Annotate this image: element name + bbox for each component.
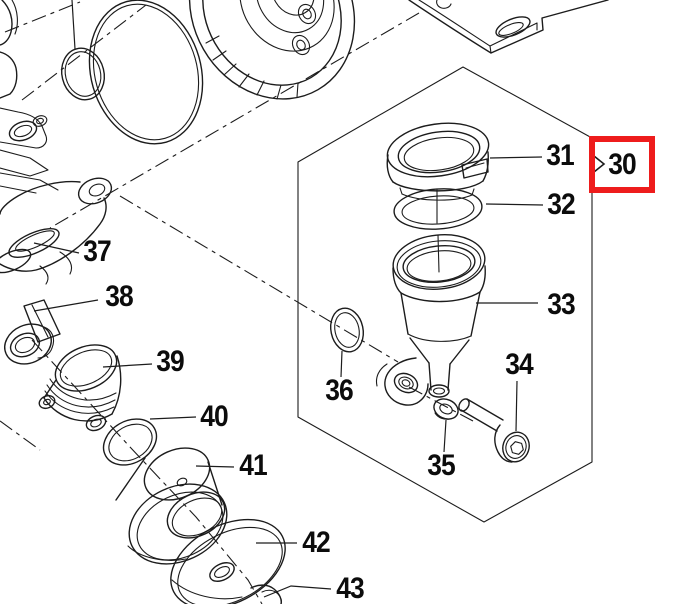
part-32-o-ring — [393, 188, 483, 230]
part-43-fragment — [250, 584, 282, 604]
part-42-disc — [170, 518, 286, 604]
chevron-right-icon — [593, 155, 606, 173]
pump-casing — [188, 0, 356, 100]
flange-part-left — [0, 51, 49, 177]
selected-part-highlight-box — [589, 136, 655, 193]
part-35-washer — [433, 398, 459, 420]
corner-part-fragment — [0, 0, 18, 46]
part-callout-32[interactable]: 32 — [547, 188, 576, 221]
mounting-bracket — [408, 0, 609, 54]
part-40-o-ring — [102, 418, 158, 466]
part-31-cap — [386, 122, 490, 201]
part-callout-31[interactable]: 31 — [546, 139, 575, 172]
part-callout-30[interactable]: 30 — [608, 148, 637, 181]
o-ring-large-top — [88, 0, 204, 145]
part-41-flanged-cup — [115, 447, 228, 565]
part-callout-36[interactable]: 36 — [325, 374, 354, 407]
part-callout-41[interactable]: 41 — [239, 449, 268, 482]
part-callout-40[interactable]: 40 — [200, 400, 229, 433]
callout-leader-lines — [33, 156, 544, 598]
o-ring-small-top — [60, 0, 106, 101]
part-33-cup — [375, 234, 486, 406]
part-callout-34[interactable]: 34 — [505, 348, 534, 381]
part-36-o-ring — [329, 307, 365, 353]
part-callout-43[interactable]: 43 — [336, 572, 365, 604]
part-38-link — [4, 299, 61, 365]
part-39-piston — [38, 344, 122, 432]
stack-center-line — [436, 189, 440, 273]
part-callout-38[interactable]: 38 — [105, 280, 134, 313]
part-callout-33[interactable]: 33 — [547, 288, 576, 321]
part-37-yoke — [0, 172, 113, 285]
part-callout-37[interactable]: 37 — [83, 235, 112, 268]
part-callout-35[interactable]: 35 — [427, 449, 456, 482]
part-callout-42[interactable]: 42 — [302, 526, 331, 559]
part-callout-39[interactable]: 39 — [156, 345, 185, 378]
part-34-bolt — [458, 398, 530, 463]
